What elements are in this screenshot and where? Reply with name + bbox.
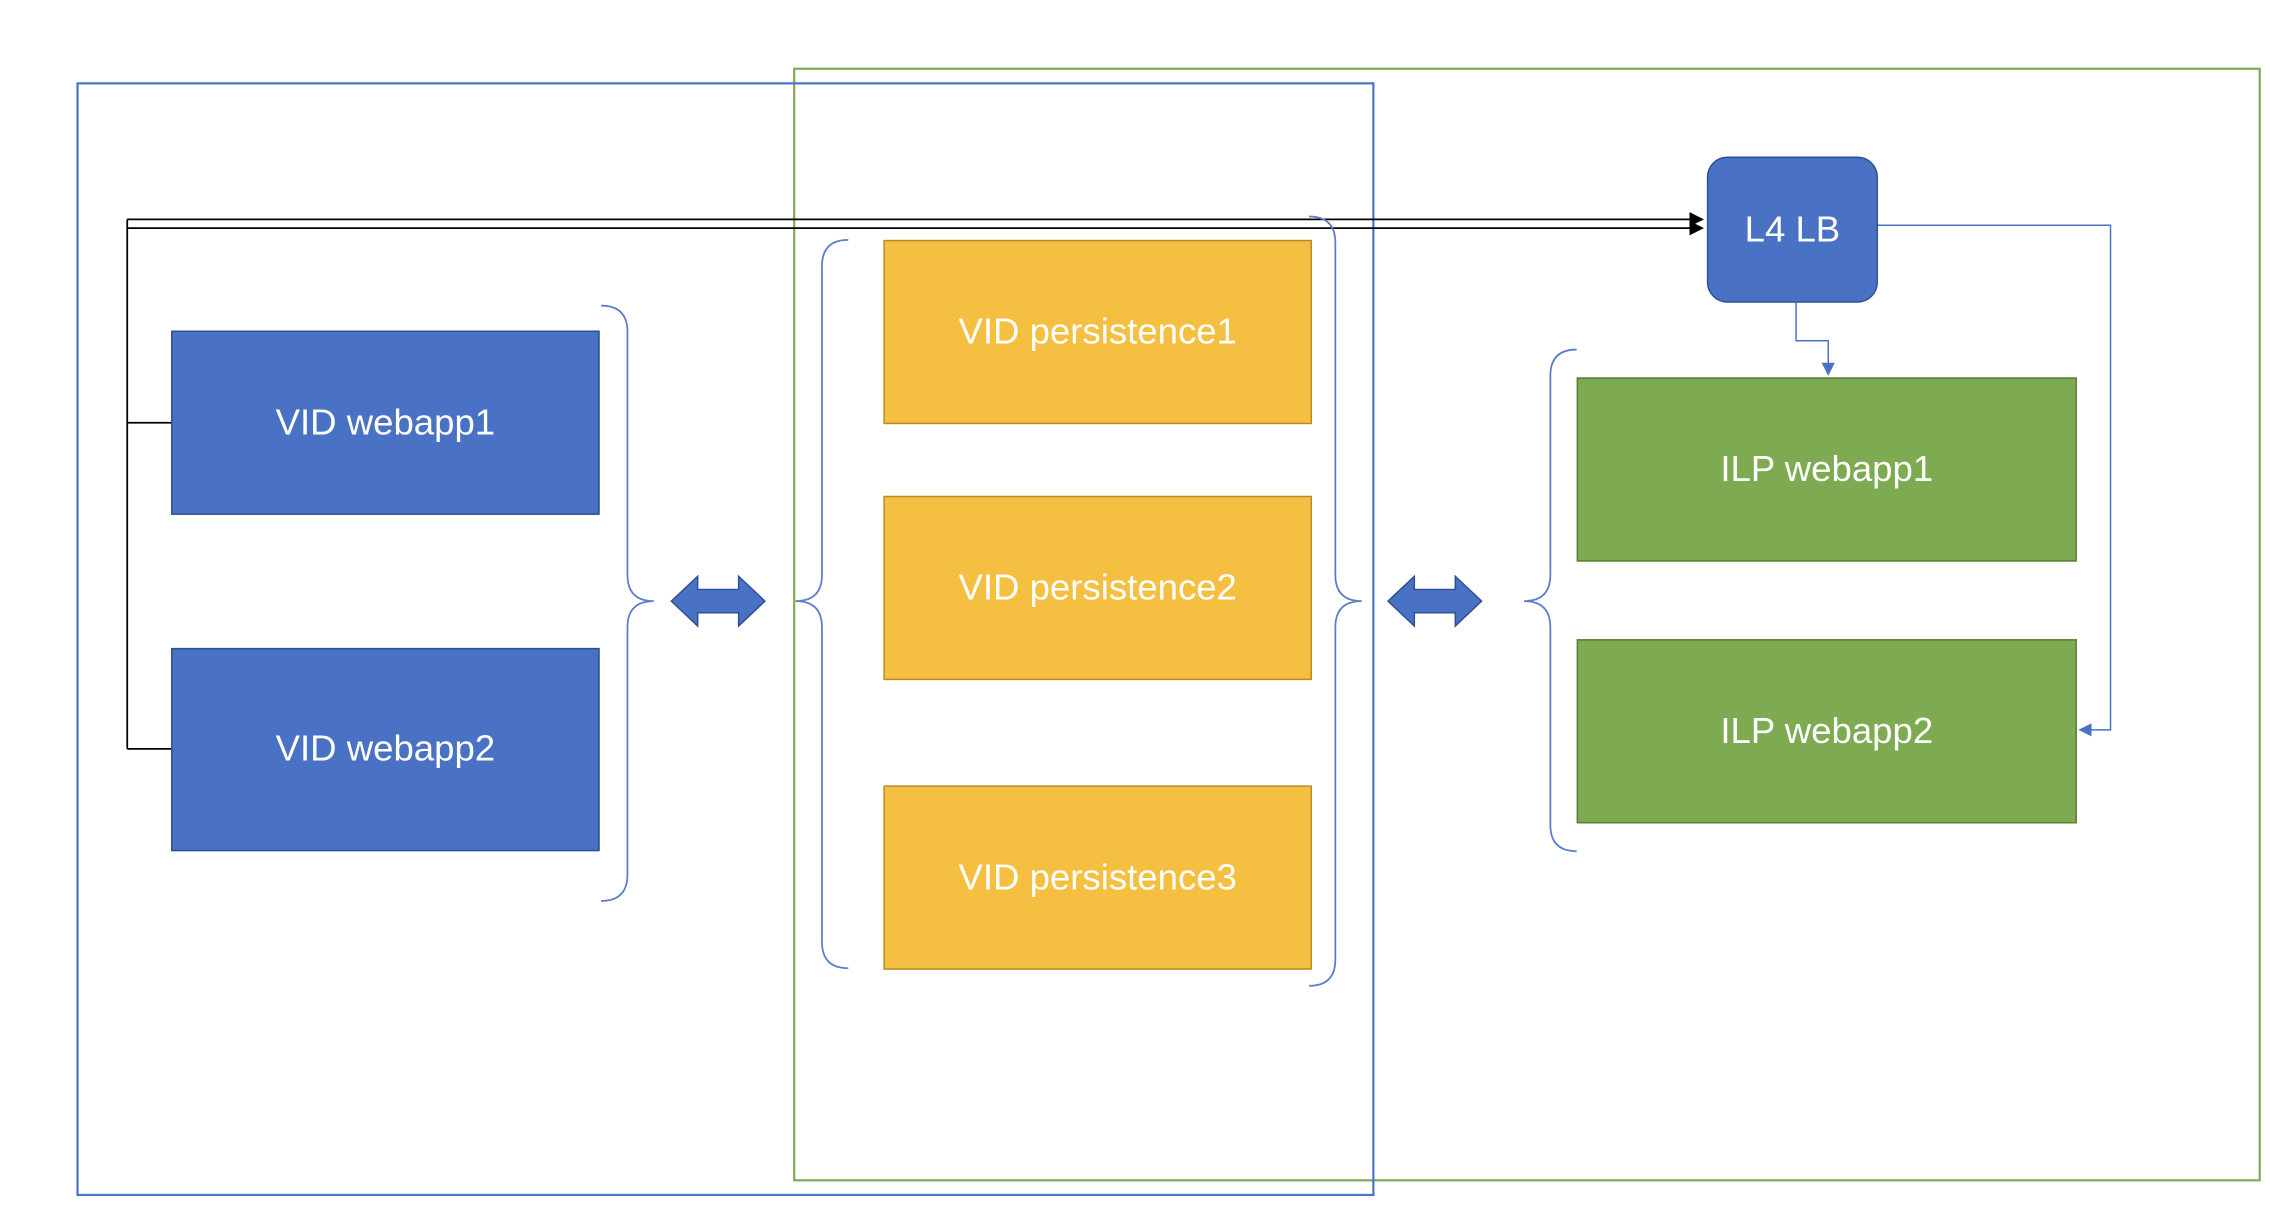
vid-persistence2-node: VID persistence2 [883, 495, 1312, 681]
brace-persistence-right [1309, 215, 1362, 987]
vid-persistence3-node: VID persistence3 [883, 785, 1312, 970]
vid-webapp1-label: VID webapp1 [275, 401, 496, 443]
vid-webapp1-node: VID webapp1 [171, 330, 600, 515]
ilp-container [793, 67, 2261, 1182]
vid-container [76, 82, 1375, 1197]
curly-braces [601, 215, 1577, 987]
brace-ilp-webapps [1524, 348, 1577, 853]
brace-vid-webapps [601, 304, 654, 902]
ilp-webapp2-node: ILP webapp2 [1576, 639, 2077, 824]
vid-persistence1-node: VID persistence1 [883, 239, 1312, 425]
brace-persistence-left [795, 238, 849, 970]
l4-lb-label: L4 LB [1744, 208, 1841, 250]
vid-persistence1-label: VID persistence1 [958, 310, 1237, 352]
vid-webapp2-label: VID webapp2 [275, 728, 496, 770]
vid-persistence2-label: VID persistence2 [958, 566, 1237, 608]
ilp-webapp1-label: ILP webapp1 [1720, 448, 1934, 490]
double-arrow-icon [1386, 574, 1483, 628]
vid-persistence3-label: VID persistence3 [958, 856, 1237, 898]
vid-webapp2-node: VID webapp2 [171, 647, 600, 852]
ilp-webapp2-label: ILP webapp2 [1720, 710, 1934, 752]
vid-to-lb-connector [126, 212, 1704, 750]
l4-lb-node: L4 LB [1706, 156, 1878, 303]
ilp-webapp1-node: ILP webapp1 [1576, 377, 2077, 562]
double-arrow-icon [670, 574, 767, 628]
lb-to-ilp-connector [1795, 224, 2112, 737]
